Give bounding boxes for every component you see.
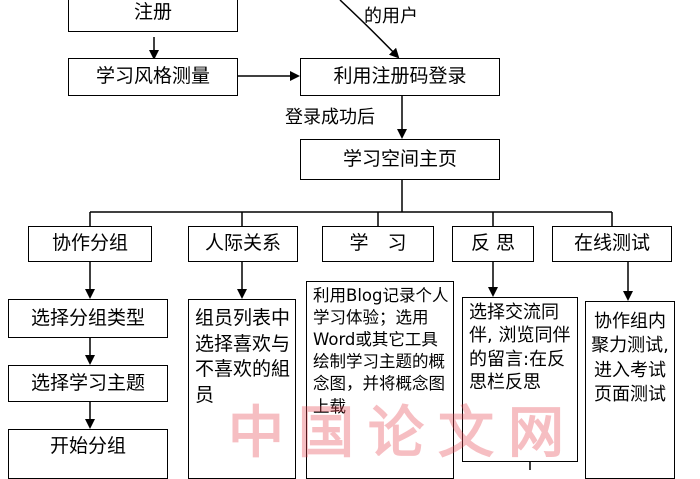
group-step-2: 选择学习主题 (8, 365, 168, 402)
login-code-label: 利用注册码登录 (333, 65, 467, 88)
branch-group: 协作分组 (28, 226, 152, 262)
branch-relations: 人际关系 (188, 226, 298, 262)
style-test-box: 学习风格测量 (68, 58, 238, 96)
group-step-3: 开始分组 (8, 429, 168, 479)
branch-online-test: 在线测试 (552, 226, 672, 262)
relations-detail-box: 组员列表中选择喜欢与不喜欢的組员 (188, 299, 296, 479)
group-step-1: 选择分组类型 (8, 299, 168, 338)
branch-study: 学 习 (322, 226, 434, 262)
login-code-box: 利用注册码登录 (300, 58, 500, 96)
test-detail-text: 协作组内聚力测试, 进入考试页面测试 (591, 311, 669, 405)
branch-reflect: 反 思 (452, 226, 534, 262)
home-box: 学习空间主页 (300, 139, 500, 180)
reflect-detail-box: 选择交流同伴, 浏览同伴的留言:在反思栏反思 (462, 297, 578, 462)
registered-users-label: 的用户 (364, 6, 418, 27)
login-success-label: 登录成功后 (285, 107, 375, 128)
study-detail-text: 利用Blog记录个人学习体验；选用Word或其它工具绘制学习主题的概念图，并将概… (313, 286, 449, 416)
style-test-label: 学习风格测量 (95, 65, 210, 88)
test-detail-box: 协作组内聚力测试, 进入考试页面测试 (585, 301, 675, 479)
relations-detail-text: 组员列表中选择喜欢与不喜欢的組员 (195, 307, 291, 406)
reflect-detail-text: 选择交流同伴, 浏览同伴的留言:在反思栏反思 (469, 302, 571, 394)
register-box: 注册 (68, 0, 238, 32)
home-label: 学习空间主页 (342, 147, 457, 170)
study-detail-box: 利用Blog记录个人学习体验；选用Word或其它工具绘制学习主题的概念图，并将概… (306, 281, 454, 479)
register-label: 注册 (133, 1, 172, 24)
